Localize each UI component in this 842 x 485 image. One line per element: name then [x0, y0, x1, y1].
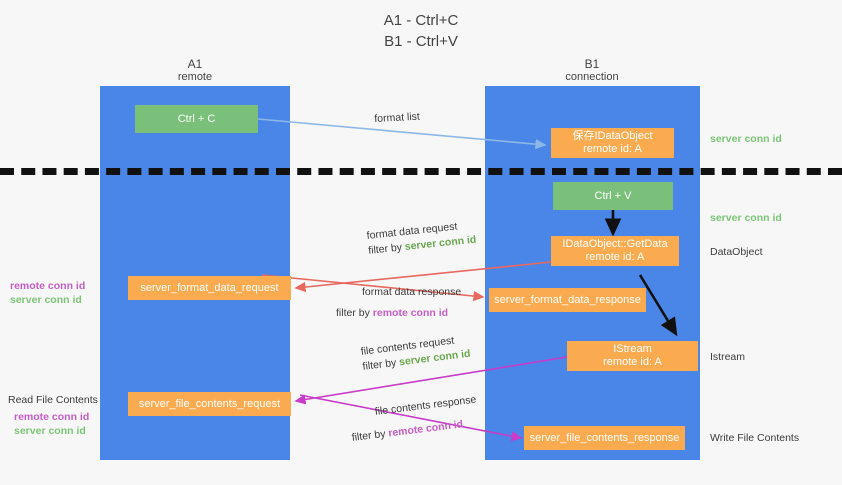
annotation-right-dataobject-text: DataObject: [710, 246, 763, 258]
node-server-format-data-request[interactable]: server_format_data_request: [128, 276, 291, 300]
edge-label-format-data-response-line2: filter by remote conn id: [336, 306, 461, 321]
annotation-right-server-conn-id-top-text: server conn id: [710, 133, 782, 145]
lane-header-a1: A1 remote: [100, 58, 290, 84]
node-server-file-contents-response[interactable]: server_file_contents_response: [524, 426, 685, 450]
node-istream-sublabel: remote id: A: [603, 356, 662, 368]
node-istream[interactable]: IStream remote id: A: [567, 341, 698, 371]
edge-label-format-list-text: format list: [374, 110, 421, 125]
node-getdata-label: IDataObject::GetData: [562, 238, 668, 250]
node-server-format-data-response-label: server_format_data_response: [494, 293, 641, 306]
arrow-format-data-response: [261, 274, 485, 302]
annotation-left-remote-conn-id-1: remote conn id: [10, 280, 86, 292]
edge-label-format-data-response-line1: format data response: [362, 286, 462, 298]
node-server-format-data-response[interactable]: server_format_data_response: [489, 288, 646, 312]
edge-label-format-list: format list: [374, 110, 420, 127]
node-ctrl-v[interactable]: Ctrl + V: [553, 182, 673, 210]
node-save-idataobject-label: 保存IDataObject: [572, 130, 653, 142]
arrow-getdata-to-istream: [638, 274, 678, 337]
node-ctrl-c[interactable]: Ctrl + C: [135, 105, 258, 133]
annotation-left-read-file-contents-block: Read File Contents remote conn id server…: [8, 393, 98, 438]
arrow-file-contents-request: [294, 356, 568, 405]
page-title: A1 - Ctrl+C B1 - Ctrl+V: [0, 10, 842, 52]
node-server-file-contents-request[interactable]: server_file_contents_request: [128, 392, 291, 416]
filter-prefix: filter by: [361, 356, 400, 373]
annotation-right-server-conn-id-mid-text: server conn id: [710, 212, 782, 224]
filter-key-remote-conn-id: remote conn id: [372, 307, 449, 319]
filter-prefix: filter by: [367, 241, 406, 257]
lane-a1-name: A1: [187, 57, 203, 71]
arrow-format-list: [257, 118, 547, 150]
edge-label-format-data-response: format data response filter by remote co…: [336, 285, 462, 321]
annotation-left-server-conn-id-2: server conn id: [14, 425, 86, 437]
node-ctrl-v-label: Ctrl + V: [594, 189, 632, 202]
annotation-left-remote-conn-id-2: remote conn id: [14, 411, 90, 423]
filter-prefix: filter by: [351, 427, 390, 444]
node-idataobject-getdata[interactable]: IDataObject::GetData remote id: A: [551, 236, 679, 266]
lane-b1-name: B1: [584, 57, 600, 71]
filter-prefix: filter by: [336, 307, 373, 319]
lane-a1-subtitle: remote: [177, 71, 213, 83]
lane-header-b1: B1 connection: [497, 58, 687, 84]
dashed-divider: [0, 168, 842, 175]
title-line-1: A1 - Ctrl+C: [383, 12, 459, 29]
annotation-right-dataobject: DataObject: [710, 245, 763, 259]
title-line-2: B1 - Ctrl+V: [384, 33, 458, 50]
lane-b1-subtitle: connection: [565, 71, 619, 83]
node-server-file-contents-request-label: server_file_contents_request: [138, 397, 281, 410]
annotation-right-istream-text: Istream: [710, 351, 746, 363]
annotation-left-server-conn-id-1: server conn id: [10, 294, 82, 306]
arrow-file-contents-response: [299, 394, 523, 442]
annotation-right-write-file-contents-text: Write File Contents: [710, 432, 800, 444]
annotation-right-server-conn-id-top: server conn id: [710, 132, 782, 146]
annotation-right-istream: Istream: [710, 350, 745, 364]
annotation-left-read-file-contents: Read File Contents: [8, 394, 98, 406]
node-ctrl-c-label: Ctrl + C: [177, 112, 216, 125]
arrow-format-data-request: [294, 261, 552, 293]
annotation-left-conn-ids-1: remote conn id server conn id: [10, 279, 85, 307]
node-getdata-sublabel: remote id: A: [585, 251, 645, 263]
annotation-right-write-file-contents: Write File Contents: [710, 431, 799, 445]
node-save-idataobject-sublabel: remote id: A: [583, 143, 642, 155]
node-server-file-contents-response-label: server_file_contents_response: [529, 431, 680, 444]
annotation-right-server-conn-id-mid: server conn id: [710, 211, 782, 225]
node-istream-label: IStream: [613, 343, 652, 355]
node-server-format-data-request-label: server_format_data_request: [140, 281, 279, 294]
node-save-idataobject[interactable]: 保存IDataObject remote id: A: [551, 128, 674, 158]
